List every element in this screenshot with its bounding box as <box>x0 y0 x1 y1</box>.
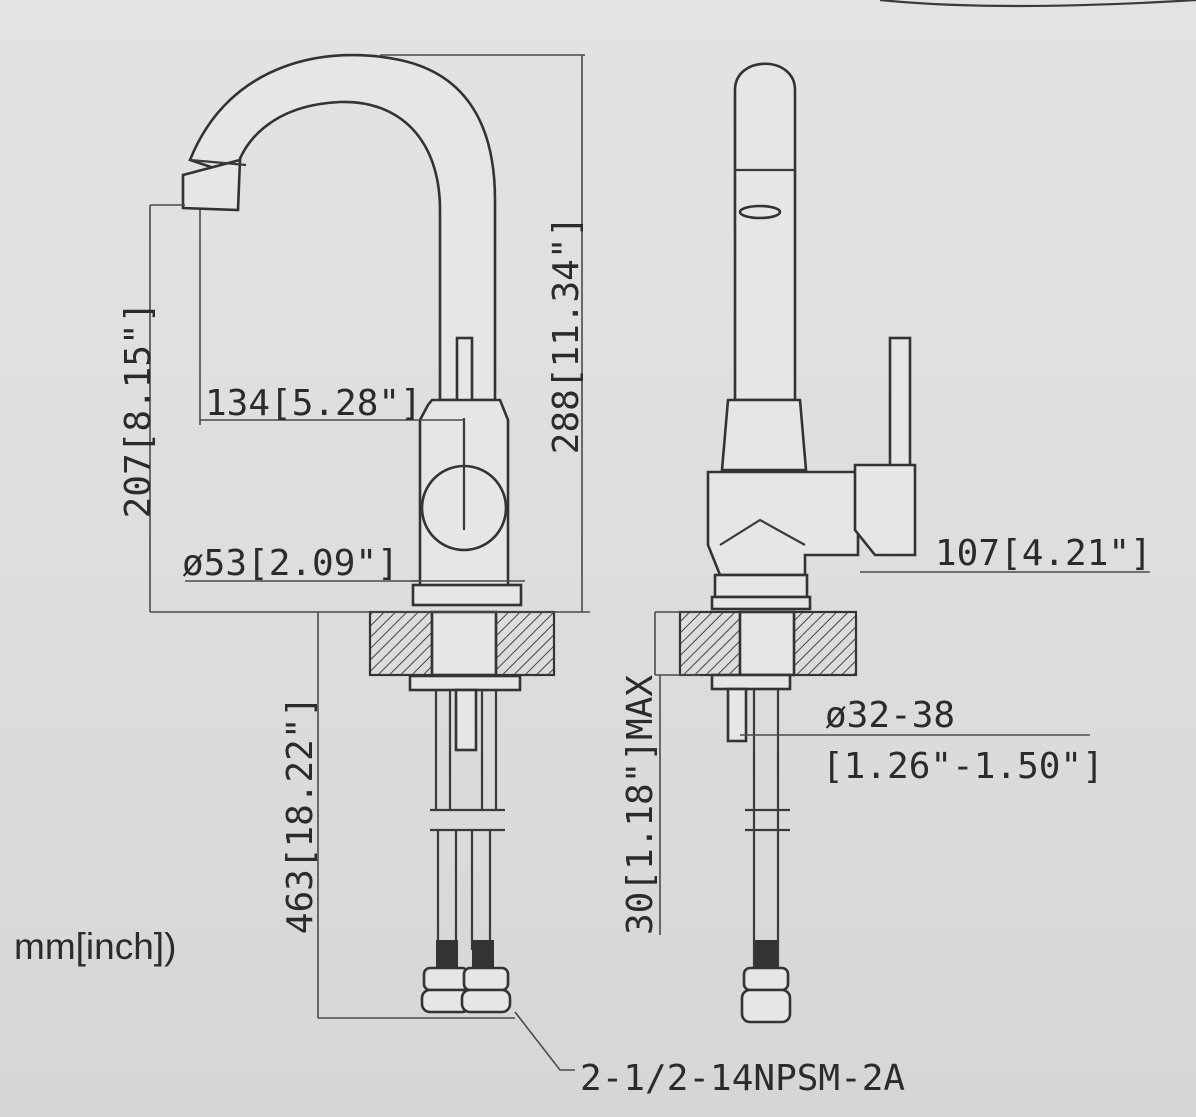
side-spout <box>733 62 797 402</box>
side-view <box>654 62 1150 1024</box>
dim-side-height: 107[4.21"] <box>935 533 1152 574</box>
front-deck-left <box>368 610 434 677</box>
units-note: mm[inch]) <box>14 926 177 967</box>
side-deck-left <box>678 610 742 677</box>
side-lever <box>888 336 912 480</box>
front-shank <box>454 688 478 752</box>
side-hose-fitting <box>740 940 792 1024</box>
front-view <box>149 53 590 1071</box>
front-aerator <box>181 158 242 212</box>
dim-spout-height: 207[8.15"] <box>118 302 159 519</box>
top-edge-line <box>879 0 1196 8</box>
dim-hole-diameter-mm: ø32-38 <box>825 695 955 736</box>
side-aerator <box>738 204 782 220</box>
side-handle-block <box>853 463 917 557</box>
front-deck-right <box>494 610 556 677</box>
front-hose-fittings <box>420 940 512 1014</box>
side-base <box>713 573 809 599</box>
front-base-flange <box>411 583 523 607</box>
front-spout <box>188 53 497 402</box>
side-collar <box>720 398 808 472</box>
dim-deck-thickness: 30[1.18"]MAX <box>620 675 661 935</box>
dim-hose-length: 463[18.22"] <box>280 696 321 934</box>
side-body <box>706 470 860 577</box>
side-deck-right <box>792 610 858 677</box>
dim-thread-spec: 2-1/2-14NPSM-2A <box>580 1058 905 1099</box>
front-mount-nut <box>408 674 522 692</box>
dim-total-height: 288[11.34"] <box>546 216 587 454</box>
dim-base-diameter: ø53[2.09"] <box>182 543 399 584</box>
dim-hole-diameter-in: [1.26"-1.50"] <box>822 746 1104 787</box>
side-mount-nut <box>710 673 792 691</box>
dim-spout-reach: 134[5.28"] <box>205 383 422 424</box>
